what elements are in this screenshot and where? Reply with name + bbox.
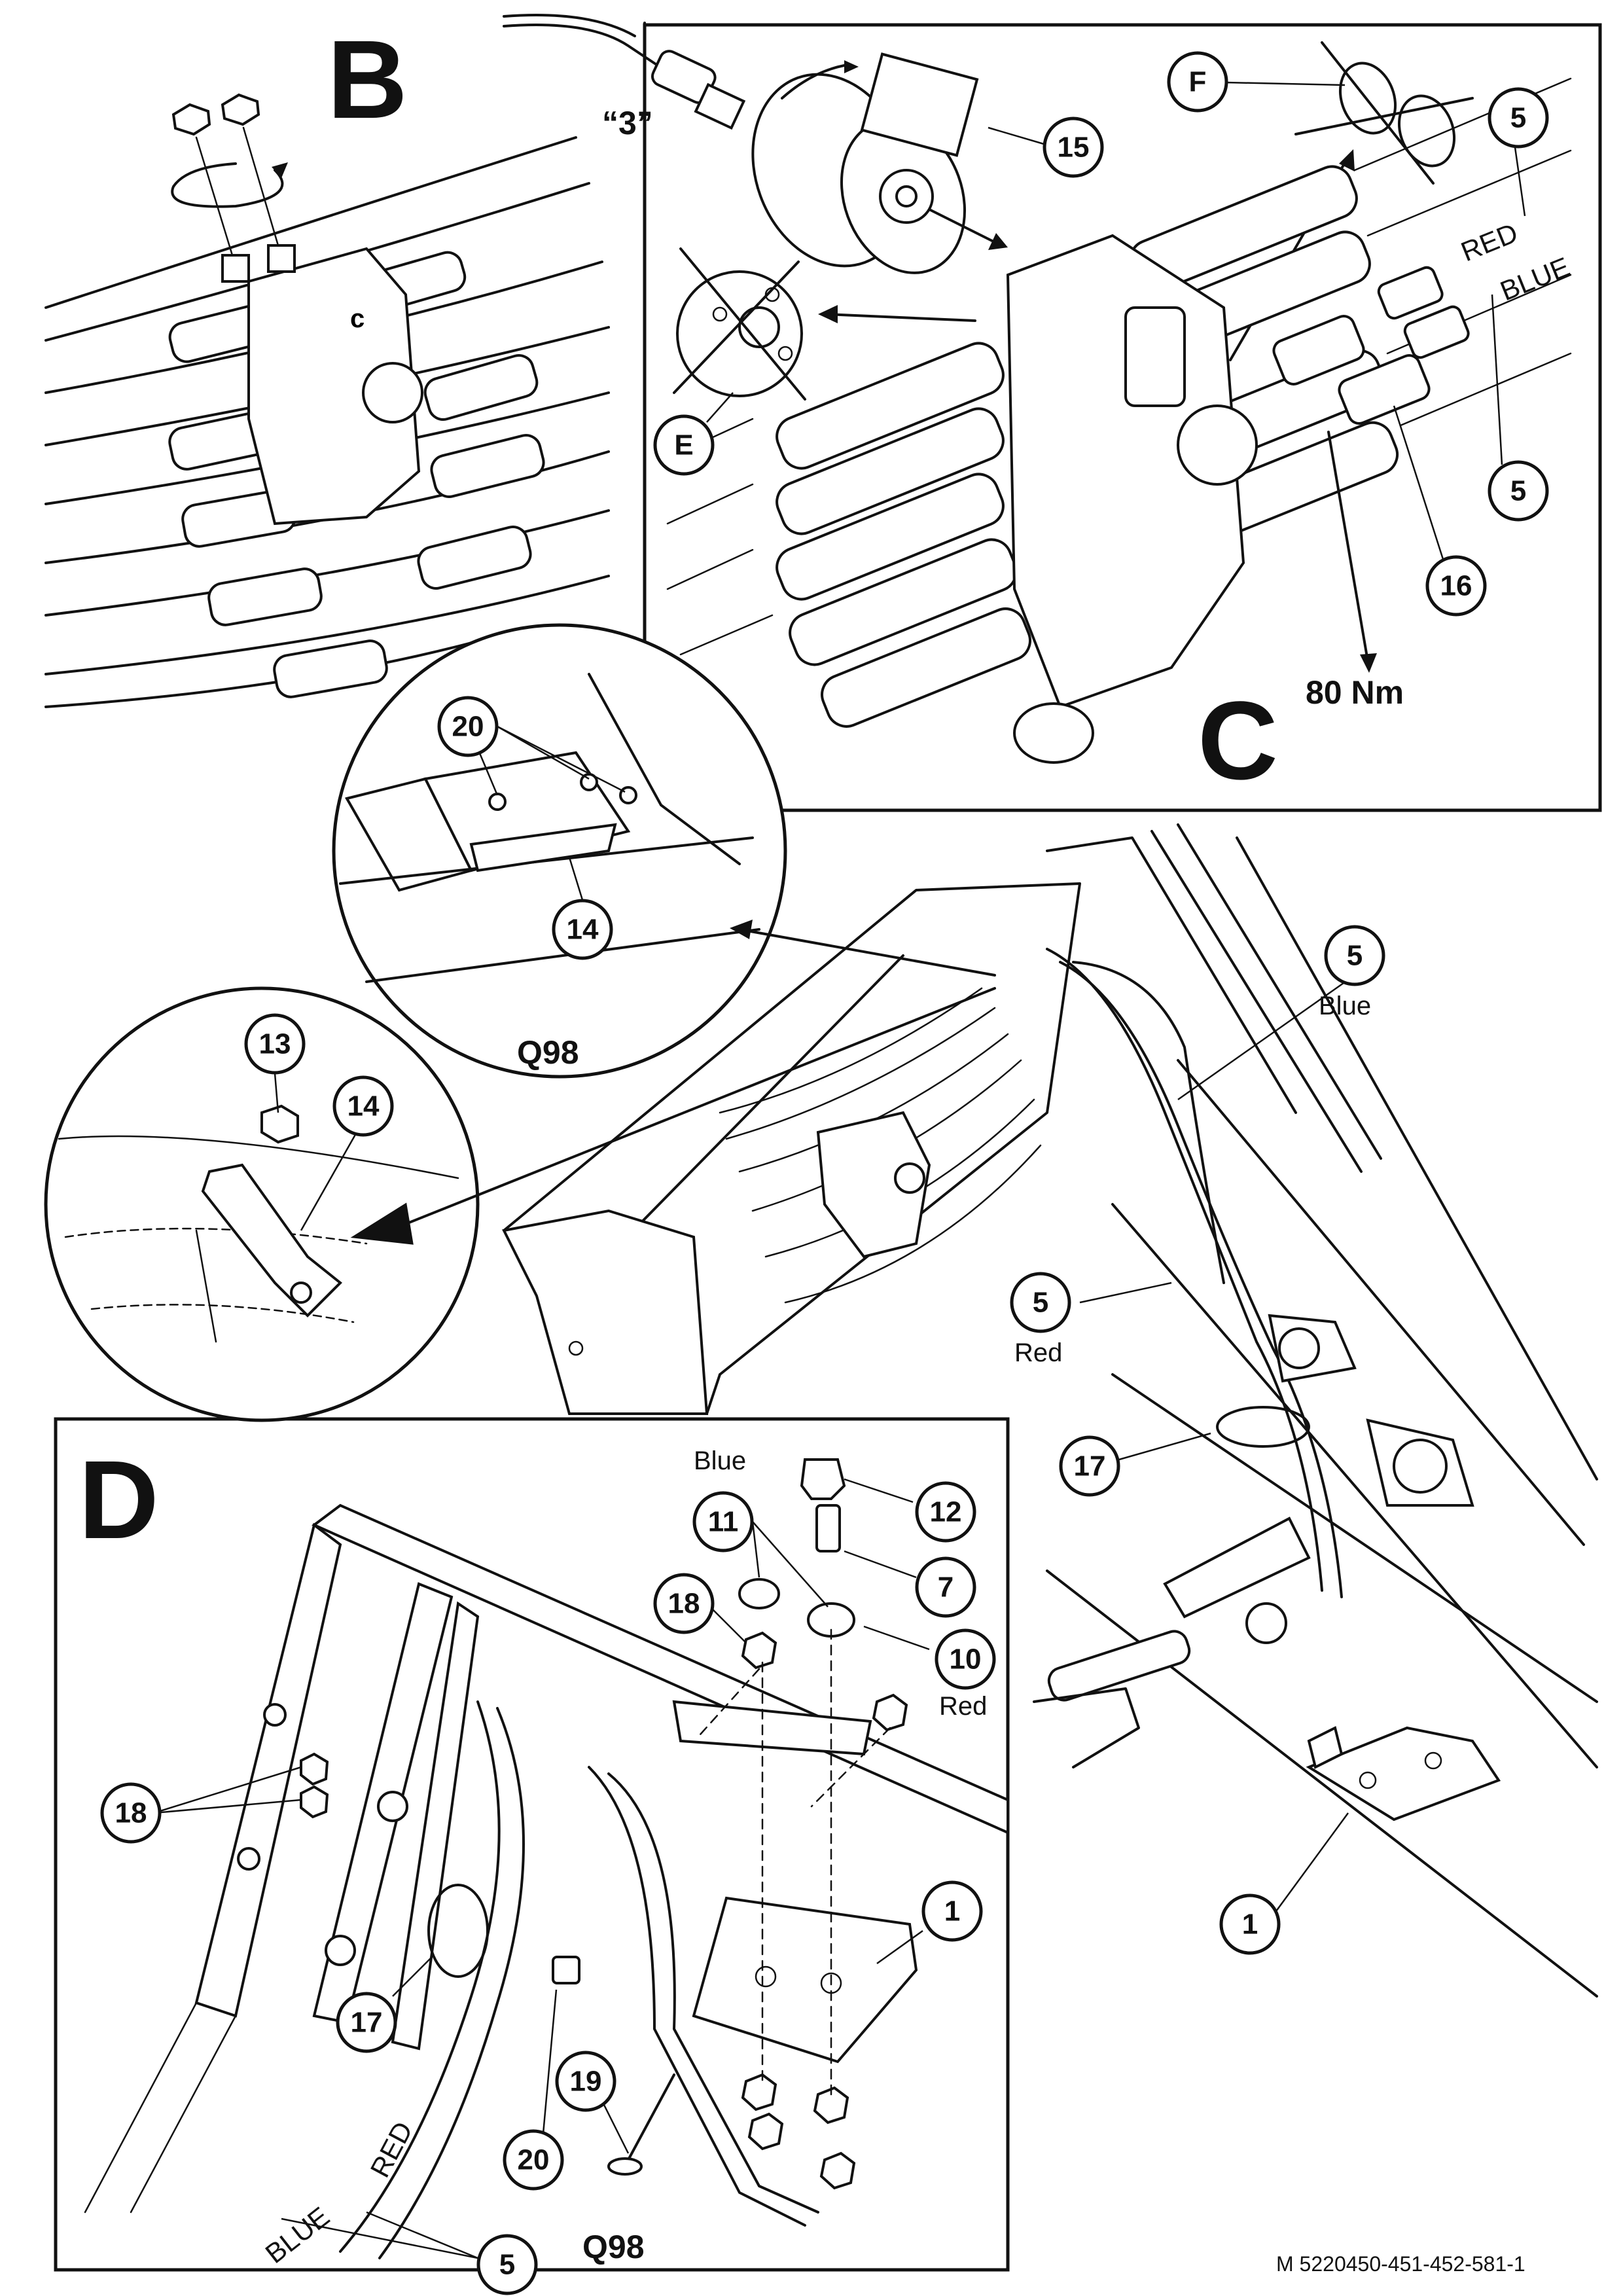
callout-5: 5 [1010,1272,1071,1333]
callout-12: 12 [915,1481,976,1543]
q98-bottom-label: Q98 [582,2229,645,2265]
svg-text:17: 17 [351,2007,383,2039]
panel-b-illustration: c B [45,18,610,708]
svg-text:18: 18 [115,1797,147,1829]
rotation-arrow-icon [171,162,284,208]
callout-17: 17 [336,1992,397,2053]
svg-text:17: 17 [1074,1450,1106,1482]
panel-frames [54,22,1602,2272]
svg-text:5: 5 [499,2249,515,2281]
cross-out-icon [673,247,806,401]
svg-text:E: E [674,429,693,461]
callout-20: 20 [437,696,499,757]
callout-5: 5 [1488,460,1549,522]
svg-text:F: F [1189,66,1207,98]
callout-20: 20 [503,2129,564,2191]
callout-10: 10 [935,1628,996,1690]
callout-13: 13 [244,1013,306,1075]
leader-lines [153,81,1526,2259]
socket-icon [751,52,979,274]
panel-b-letter: B [327,18,408,142]
callout-18: 18 [100,1782,162,1844]
q98-top-label: Q98 [517,1034,579,1071]
svg-text:7: 7 [938,1571,954,1604]
callout-7: 7 [915,1556,976,1618]
cross-out-icon [1294,41,1474,185]
main-frame-illustration: Blue Red [502,823,1598,1998]
svg-text:13: 13 [259,1028,291,1060]
red-hose-label-c: RED [1457,217,1522,268]
svg-text:15: 15 [1058,132,1090,164]
svg-text:5: 5 [1347,940,1363,972]
blue-hose-label-c: BLUE [1496,251,1574,307]
callout-5: 5 [1488,87,1549,149]
svg-text:18: 18 [668,1588,700,1620]
fitting-f [1294,41,1474,185]
svg-text:5: 5 [1510,475,1526,507]
callout-1: 1 [1219,1893,1281,1955]
callout-5: 5 [1324,925,1385,986]
callout-11: 11 [692,1491,754,1552]
svg-text:12: 12 [930,1496,962,1528]
hex-nut-icon [171,93,260,136]
callout-5: 5 [476,2234,538,2295]
svg-text:14: 14 [348,1090,380,1122]
blue-washer-label: Blue [694,1446,746,1475]
red-hose-label: Red [1014,1338,1062,1367]
callout-19: 19 [555,2051,616,2112]
blue-hose-label: Blue [1319,992,1371,1020]
torque-label: 80 Nm [1306,674,1404,711]
callout-17: 17 [1059,1435,1120,1497]
callout-f: F [1167,51,1228,113]
document-reference: M 5220450-451-452-581-1 [1276,2252,1525,2276]
svg-text:20: 20 [452,711,484,743]
svg-text:5: 5 [1033,1287,1048,1319]
svg-text:1: 1 [944,1895,960,1928]
connector-3-label: “3” [602,105,653,141]
callout-18: 18 [653,1573,715,1634]
panel-c-illustration: “3” [503,14,1574,803]
callout-16: 16 [1425,555,1487,617]
svg-text:14: 14 [567,914,599,946]
panel-c-letter: C [1198,679,1278,803]
red-washer-label: Red [939,1692,987,1721]
panel-d-letter: D [79,1438,159,1562]
callout-14: 14 [552,899,613,960]
svg-text:16: 16 [1440,570,1472,602]
callout-1: 1 [921,1880,983,1942]
callout-14: 14 [332,1075,394,1137]
svg-text:19: 19 [570,2066,602,2098]
socket-e [673,247,806,401]
panel-c-frame [643,23,1602,812]
callout-15: 15 [1043,117,1104,178]
svg-text:10: 10 [950,1643,982,1676]
panel-d-frame [54,1417,1010,2272]
svg-text:11: 11 [708,1506,739,1538]
svg-text:c: c [350,304,365,333]
svg-text:20: 20 [518,2144,550,2176]
svg-text:1: 1 [1242,1909,1258,1941]
callout-e: E [653,414,715,476]
svg-text:5: 5 [1510,102,1526,134]
